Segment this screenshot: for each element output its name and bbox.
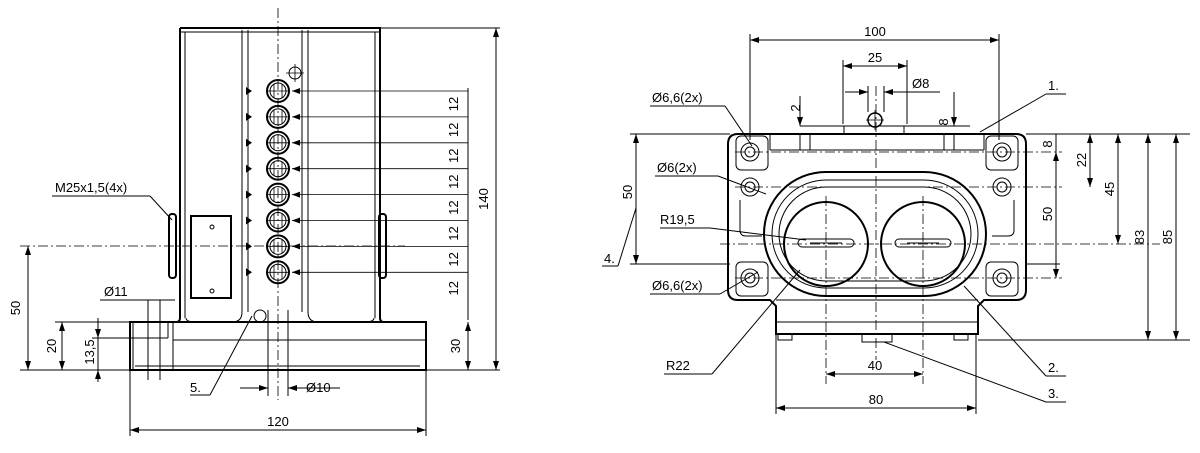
dim-pitch: 12 bbox=[446, 149, 461, 163]
dim-front-pin-diameter: Ø8 bbox=[912, 76, 929, 91]
pitch-dim-line: 12 bbox=[246, 87, 468, 111]
dim-step-height: 20 bbox=[44, 339, 59, 353]
dim-center-spacing: 40 bbox=[868, 358, 882, 373]
cable-gland bbox=[266, 182, 290, 207]
side-housing bbox=[132, 27, 424, 323]
dim-base-height: 30 bbox=[448, 339, 463, 353]
dim-slot-spacing: 25 bbox=[868, 50, 882, 65]
dim-hole-diameter: Ø11 bbox=[104, 284, 128, 299]
dim-offset: 8 bbox=[936, 118, 951, 125]
dim-right-85: 85 bbox=[1160, 230, 1175, 244]
side-view: 12 12 12 12 12 12 12 12 30 140 50 20 13,5 bbox=[8, 8, 500, 436]
cable-gland bbox=[266, 104, 290, 129]
side-pitch-dims: 12 12 12 12 12 12 12 12 bbox=[246, 87, 468, 296]
pitch-dim-line: 12 bbox=[246, 112, 468, 137]
label-thread: M25x1,5(4x) bbox=[55, 180, 127, 195]
dim-right-8: 8 bbox=[1040, 140, 1055, 147]
side-glands bbox=[266, 79, 290, 285]
front-oval-outer bbox=[763, 171, 987, 297]
dim-entry-height: 50 bbox=[8, 301, 23, 315]
dim-base-width: 120 bbox=[267, 414, 289, 429]
dim-pin-diameter: Ø10 bbox=[306, 380, 331, 395]
dim-pitch: 12 bbox=[446, 174, 461, 188]
callout-2: 2. bbox=[1048, 360, 1059, 375]
cable-gland bbox=[266, 208, 290, 233]
label-mount-hole-bottom: Ø6,6(2x) bbox=[652, 278, 703, 293]
dim-right-45: 45 bbox=[1102, 182, 1117, 196]
pitch-dim-line: 12 bbox=[246, 164, 468, 189]
callout-5: 5. bbox=[190, 380, 201, 395]
dim-left-vertical: 50 bbox=[620, 185, 635, 199]
dim-pitch: 12 bbox=[446, 200, 461, 214]
pitch-dim-line bbox=[246, 268, 468, 277]
front-body bbox=[727, 133, 1027, 335]
cable-gland bbox=[266, 156, 290, 181]
pitch-dim-line: 12 bbox=[246, 216, 468, 241]
pitch-dim-line: 12 bbox=[246, 242, 468, 267]
dim-overall-height: 140 bbox=[476, 188, 491, 210]
dim-pitch: 12 bbox=[446, 123, 461, 137]
front-view: 100 25 Ø8 2 8 50 Ø6,6(2x bbox=[602, 24, 1190, 414]
cable-gland bbox=[266, 260, 290, 285]
dim-pitch: 12 bbox=[446, 97, 461, 111]
pitch-dim-line: 12 bbox=[246, 190, 468, 215]
dim-right-22: 22 bbox=[1074, 153, 1089, 167]
dim-pitch: 12 bbox=[446, 281, 461, 295]
side-nameplate bbox=[190, 215, 232, 299]
cable-gland bbox=[266, 79, 290, 103]
side-base-hole bbox=[132, 321, 174, 371]
label-mount-hole-top: Ø6,6(2x) bbox=[652, 90, 703, 105]
callout-4: 4. bbox=[604, 251, 615, 266]
label-outer-radius: R22 bbox=[666, 358, 690, 373]
label-inner-radius: R19,5 bbox=[660, 212, 695, 227]
dim-front-width: 100 bbox=[864, 24, 886, 39]
pitch-dim-line: 12 bbox=[246, 138, 468, 163]
dim-right-50: 50 bbox=[1040, 207, 1055, 221]
cable-gland bbox=[266, 130, 290, 155]
callout-1: 1. bbox=[1048, 78, 1059, 93]
label-side-hole: Ø6(2x) bbox=[657, 160, 697, 175]
callout-3: 3. bbox=[1048, 386, 1059, 401]
dim-pitch: 12 bbox=[446, 252, 461, 266]
dim-front-base-width: 80 bbox=[869, 392, 883, 407]
dim-pitch: 12 bbox=[446, 226, 461, 240]
dim-gap: 2 bbox=[788, 104, 803, 111]
dim-right-83: 83 bbox=[1132, 230, 1147, 244]
dim-hole-depth: 13,5 bbox=[82, 339, 97, 364]
